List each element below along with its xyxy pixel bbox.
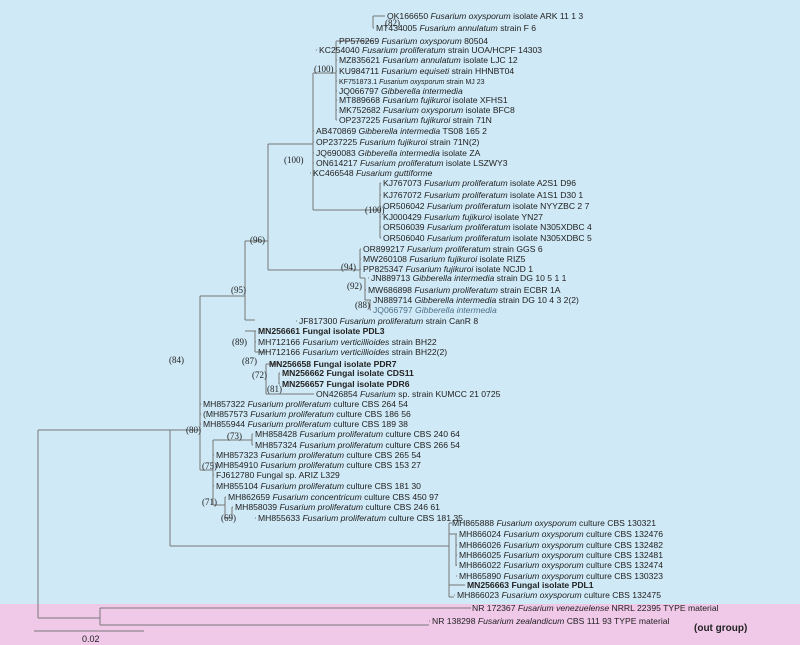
bootstrap-value: (100) xyxy=(284,155,304,165)
outgroup-label: (out group) xyxy=(694,623,747,634)
bootstrap-value: (69) xyxy=(221,513,236,523)
leaf-label: ON614217 Fusarium proliferatum isolate L… xyxy=(316,158,508,168)
leaf-label: KC466548 Fusarium guttiforme xyxy=(313,168,433,178)
bootstrap-value: (71) xyxy=(202,497,217,507)
leaf-label: MH854910 Fusarium proliferatum culture C… xyxy=(216,460,421,470)
leaf-label: MH865888 Fusarium oxysporum culture CBS … xyxy=(452,518,656,528)
leaf-label: MH857322 Fusarium proliferatum culture C… xyxy=(203,399,408,409)
leaf-label: MH858428 Fusarium proliferatum culture C… xyxy=(255,429,460,439)
leaf-label: MH857323 Fusarium proliferatum culture C… xyxy=(216,450,421,460)
leaf-label: MH712166 Fusarium verticillioides strain… xyxy=(258,347,447,357)
bootstrap-value: (100) xyxy=(365,205,385,215)
leaf-label: NR 172367 Fusarium venezuelense NRRL 223… xyxy=(472,603,719,613)
leaf-label: MT889668 Fusarium fujikuroi isolate XFHS… xyxy=(339,95,508,105)
leaf-label: MH866022 Fusarium oxysporum culture CBS … xyxy=(459,560,663,570)
bootstrap-value: (84) xyxy=(169,355,184,365)
leaf-label: MN256662 Fungal isolate CDS11 xyxy=(282,368,414,378)
leaf-label: JN889714 Gibberella intermedia strain DG… xyxy=(373,295,579,305)
tree-branches xyxy=(37,15,471,626)
leaf-label: NR 138298 Fusarium zealandicum CBS 111 9… xyxy=(432,616,670,626)
leaf-label: MH865890 Fusarium oxysporum culture CBS … xyxy=(459,571,663,581)
leaf-label: ON426854 Fusarium sp. strain KUMCC 21 07… xyxy=(316,389,501,399)
leaf-label: PP576269 Fusarium oxysporum 80504 xyxy=(339,36,488,46)
leaf-label: JQ690083 Gibberella intermedia isolate Z… xyxy=(316,148,481,158)
leaf-label: MH866026 Fusarium oxysporum culture CBS … xyxy=(459,540,663,550)
leaf-label: MH855944 Fusarium proliferatum culture C… xyxy=(203,419,408,429)
leaf-label: MH857324 Fusarium proliferatum culture C… xyxy=(255,440,460,450)
leaf-label: MH855104 Fusarium proliferatum culture C… xyxy=(216,481,421,491)
leaf-label: MH866023 Fusarium oxysporum culture CBS … xyxy=(457,590,661,600)
leaf-label: MN256658 Fungal isolate PDR7 xyxy=(269,359,397,369)
leaf-label: OR899217 Fusarium proliferatum strain GG… xyxy=(363,244,543,254)
leaf-label: AB470869 Gibberella intermedia TS08 165 … xyxy=(316,126,487,136)
leaf-label: MW260108 Fusarium fujikuroi isolate RIZ5 xyxy=(363,254,526,264)
leaf-label: OR506042 Fusarium proliferatum isolate N… xyxy=(383,201,590,211)
bootstrap-value: (73) xyxy=(227,431,242,441)
bootstrap-labels: (82) (100) (100) (100) (96) (94) (92) (88) (95) (… xyxy=(169,18,400,523)
leaf-label: OP237225 Fusarium fujikuroi strain 71N xyxy=(339,115,492,125)
leaf-label: JN889713 Gibberella intermedia strain DG… xyxy=(371,273,567,283)
leaf-label: KC254040 Fusarium proliferatum strain UO… xyxy=(319,45,542,55)
leaf-label: MW686898 Fusarium proliferatum strain EC… xyxy=(368,285,561,295)
leaf-label: JF817300 Fusarium proliferatum strain Ca… xyxy=(299,316,478,326)
leaf-label: (MH857573 Fusarium proliferatum culture … xyxy=(203,409,411,419)
bootstrap-value: (75) xyxy=(202,461,217,471)
bootstrap-value: (72) xyxy=(252,370,267,380)
leaf-label: KF751873.1 Fusarium oxysporum strain MJ … xyxy=(339,79,485,86)
leaf-label: KJ767072 Fusarium proliferatum isolate A… xyxy=(383,190,583,200)
leaf-label: KU984711 Fusarium equiseti strain HHNBT0… xyxy=(339,66,514,76)
bootstrap-value: (95) xyxy=(231,285,246,295)
bootstrap-value: (96) xyxy=(250,235,265,245)
leaf-label: MH866025 Fusarium oxysporum culture CBS … xyxy=(459,550,663,560)
leaf-label: FJ612780 Fungal sp. ARIZ L329 xyxy=(216,470,340,480)
bootstrap-value: (88) xyxy=(355,300,370,310)
bootstrap-value: (80) xyxy=(186,425,201,435)
leaf-label: MK752682 Fusarium oxysporum isolate BFC8 xyxy=(339,105,515,115)
leaf-label: OP237225 Fusarium fujikuroi strain 71N(2… xyxy=(316,137,480,147)
leaf-label: MH858039 Fusarium proliferatum culture C… xyxy=(235,502,440,512)
leaf-label: JQ066797 Gibberella intermedia xyxy=(373,305,497,315)
leaf-label: MN256661 Fungal isolate PDL3 xyxy=(258,326,385,336)
leaf-label: MH712166 Fusarium verticillioides strain… xyxy=(258,337,437,347)
leaf-label: KJ767073 Fusarium proliferatum isolate A… xyxy=(383,178,576,188)
bootstrap-value: (100) xyxy=(314,64,334,74)
leaf-label: MH855633 Fusarium proliferatum culture C… xyxy=(258,513,463,523)
leaf-label: JQ066797 Gibberella intermedia xyxy=(339,86,463,96)
leaf-label: OK166650 Fusarium oxysporum isolate ARK … xyxy=(387,11,583,21)
leaf-label: MH866024 Fusarium oxysporum culture CBS … xyxy=(459,529,663,539)
leaf-label: MN256663 Fungal isolate PDL1 xyxy=(467,580,594,590)
bootstrap-value: (82) xyxy=(385,18,400,28)
leaf-label: MH862659 Fusarium concentricum culture C… xyxy=(228,492,439,502)
leaf-label: MT434005 Fusarium annulatum strain F 6 xyxy=(376,23,536,33)
bootstrap-value: (94) xyxy=(341,262,356,272)
leaf-label: OR506040 Fusarium proliferatum isolate N… xyxy=(383,233,592,243)
bootstrap-value: (89) xyxy=(232,337,247,347)
leaf-label: MZ835621 Fusarium annulatum isolate LJC … xyxy=(339,55,518,65)
leaf-label: KJ000429 Fusarium fujikuroi isolate YN27 xyxy=(383,212,543,222)
leaf-label: PP825347 Fusarium fujikuroi isolate NCJD… xyxy=(363,264,533,274)
leaf-labels: OK166650 Fusarium oxysporum isolate ARK … xyxy=(203,11,719,626)
leaf-label: OR506039 Fusarium proliferatum isolate N… xyxy=(383,222,592,232)
bootstrap-value: (81) xyxy=(267,384,282,394)
bootstrap-value: (92) xyxy=(347,281,362,291)
scale-bar-label: 0.02 xyxy=(82,634,100,644)
leaf-label: MN256657 Fungal isolate PDR6 xyxy=(282,379,410,389)
bootstrap-value: (87) xyxy=(242,356,257,366)
